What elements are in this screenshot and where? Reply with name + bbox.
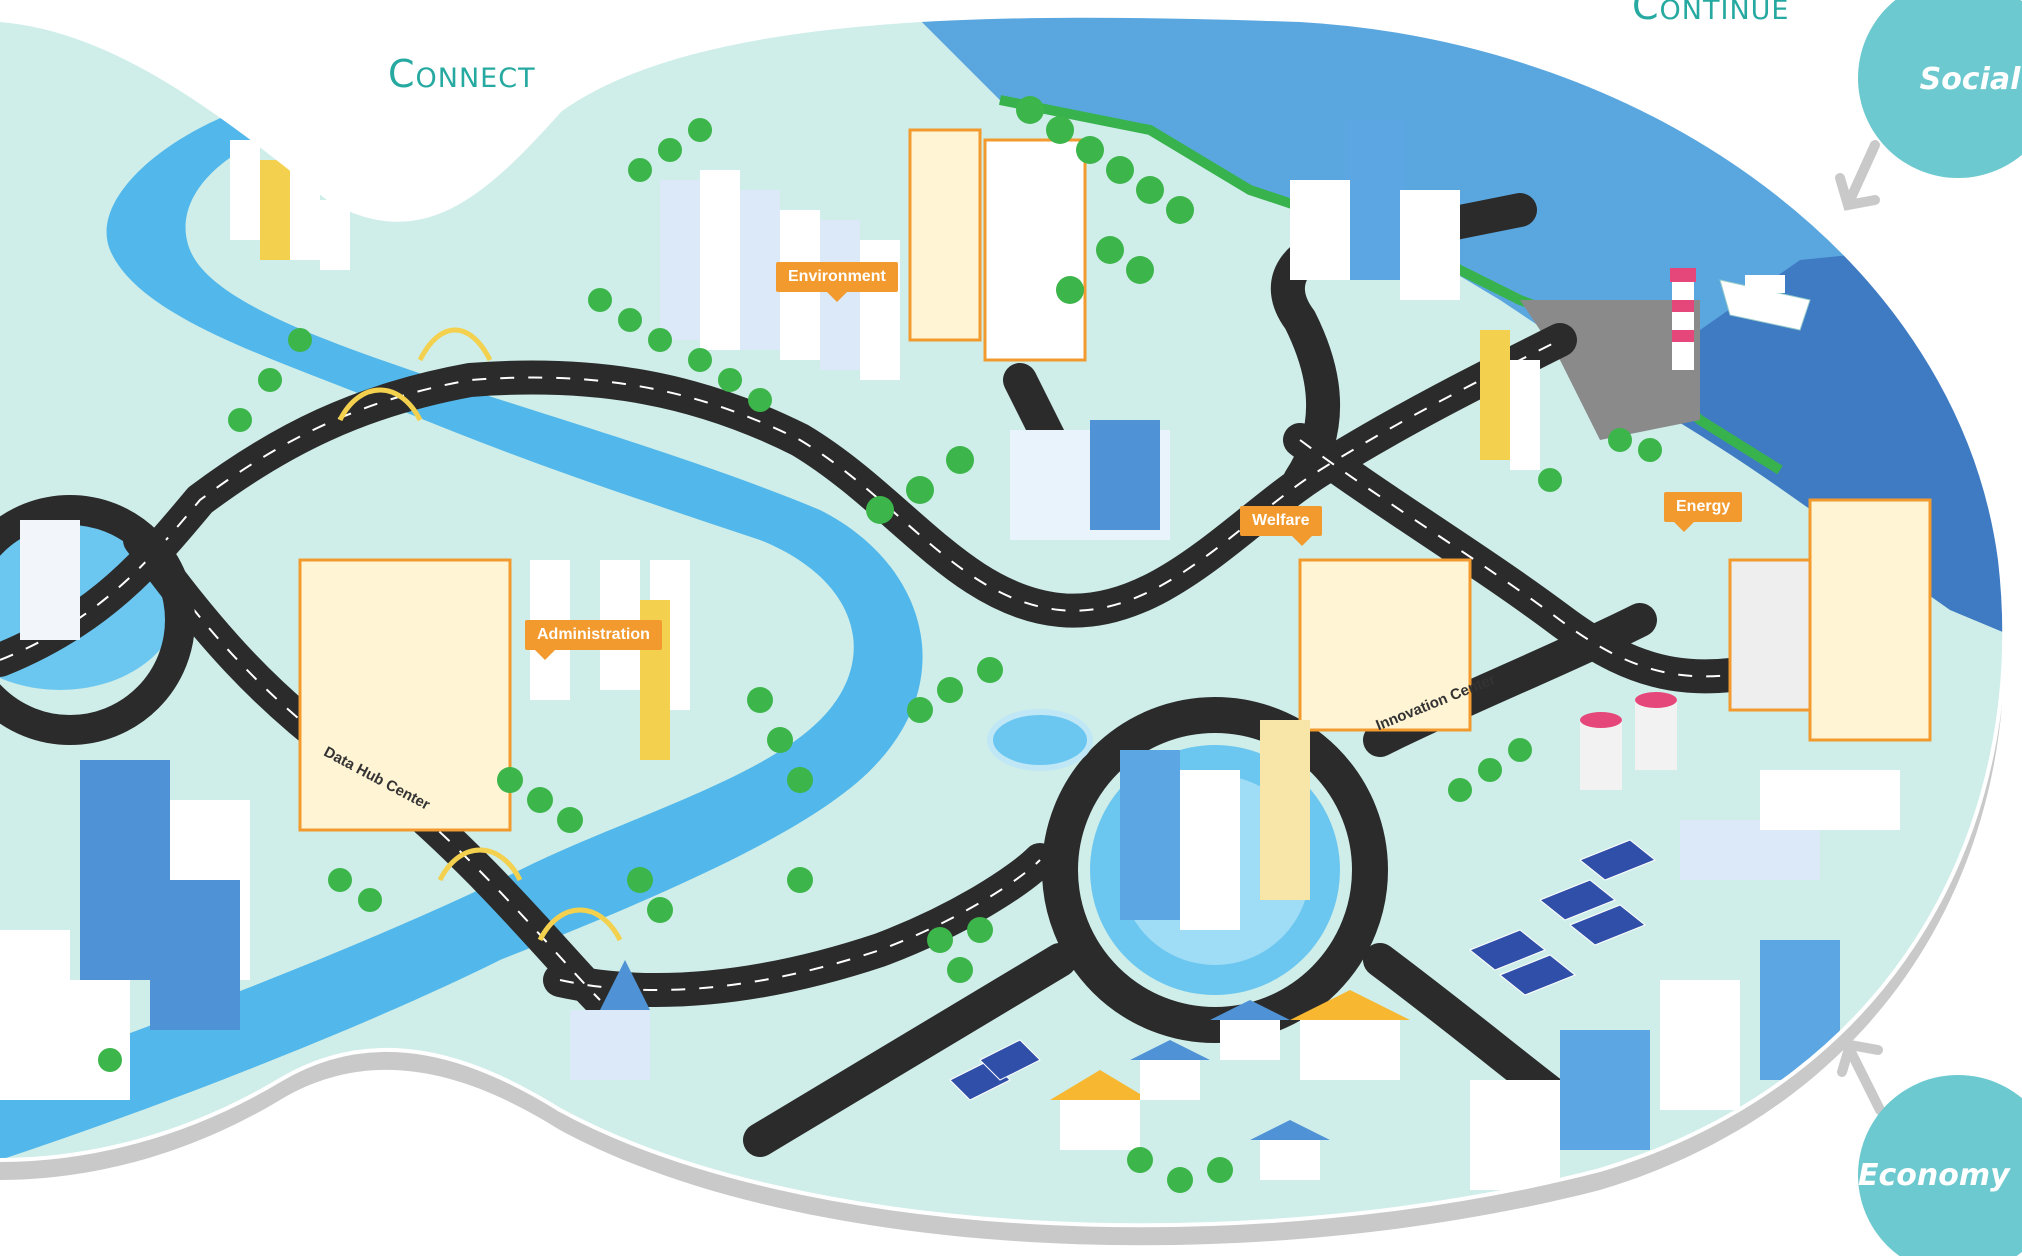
bridges xyxy=(337,327,623,942)
tag-welfare[interactable]: Welfare xyxy=(1240,506,1322,546)
heading-continue: Continue xyxy=(1632,0,1790,28)
heading-connect: Connect xyxy=(388,52,536,96)
fountain xyxy=(987,709,1093,771)
roundabout-left xyxy=(0,495,195,745)
arrow-economy-icon xyxy=(1837,1039,1885,1115)
ferry xyxy=(1719,275,1811,331)
tag-environment[interactable]: Environment xyxy=(776,262,898,302)
lighthouse xyxy=(1670,268,1696,370)
tag-energy[interactable]: Energy xyxy=(1664,492,1743,532)
solar-panels xyxy=(949,839,1656,1101)
cooling-towers xyxy=(1580,692,1677,790)
roundabout-center xyxy=(1042,697,1388,1043)
social-label: Social xyxy=(1919,62,2021,97)
trees xyxy=(98,96,1662,1193)
economy-label: Economy xyxy=(1858,1158,2010,1193)
tag-administration[interactable]: Administration xyxy=(525,620,662,660)
economy-bubble[interactable] xyxy=(1858,1075,2022,1256)
buildings xyxy=(0,120,1932,1190)
arrow-social-icon xyxy=(1835,140,1880,211)
